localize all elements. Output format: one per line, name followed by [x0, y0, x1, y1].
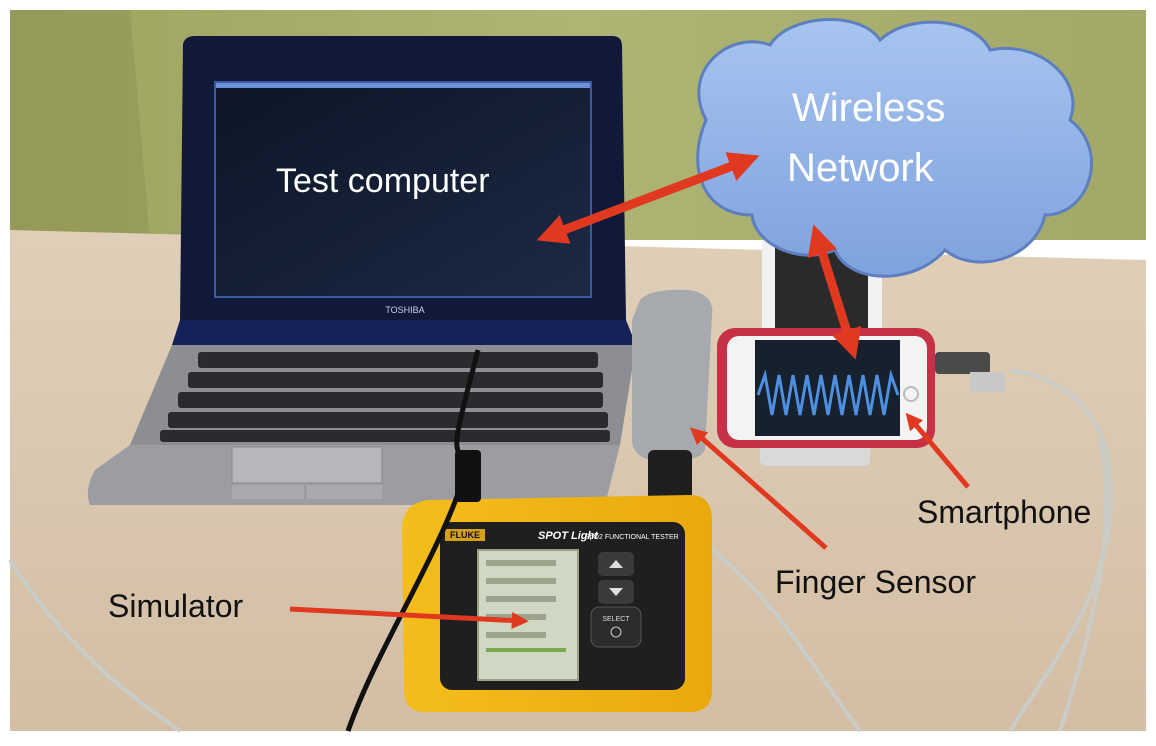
pointer-finger-sensor [689, 427, 828, 550]
arrow-cloud-phone [807, 224, 862, 360]
wireless-network-label-line2: Network [787, 146, 934, 190]
smartphone-label: Smartphone [917, 494, 1092, 530]
connection-arrows [536, 152, 862, 360]
select-button-label: SELECT [602, 616, 630, 623]
label-pointers [289, 412, 970, 629]
pointer-simulator [289, 606, 529, 629]
wireless-network-label-line1: Wireless [792, 86, 946, 130]
finger-sensor [632, 289, 713, 510]
wireless-network-cloud [696, 18, 1094, 278]
tester-brand: FLUKE [450, 530, 480, 540]
smartphone [717, 328, 1005, 448]
pointer-smartphone [905, 412, 970, 489]
simulator-device: SELECT FLUKE SPOT Light SpO2 FUNCTIONAL … [345, 349, 712, 732]
laptop-brand: TOSHIBA [385, 305, 424, 315]
finger-sensor-label: Finger Sensor [775, 564, 976, 600]
cables [8, 368, 1114, 733]
tester-subtitle: SpO2 FUNCTIONAL TESTER [585, 534, 679, 541]
test-computer-label: Test computer [276, 162, 490, 200]
simulator-label: Simulator [108, 588, 244, 624]
laptop: TOSHIBA [87, 36, 636, 505]
tester-model: SPOT Light [538, 530, 599, 542]
arrow-laptop-cloud [536, 152, 760, 244]
